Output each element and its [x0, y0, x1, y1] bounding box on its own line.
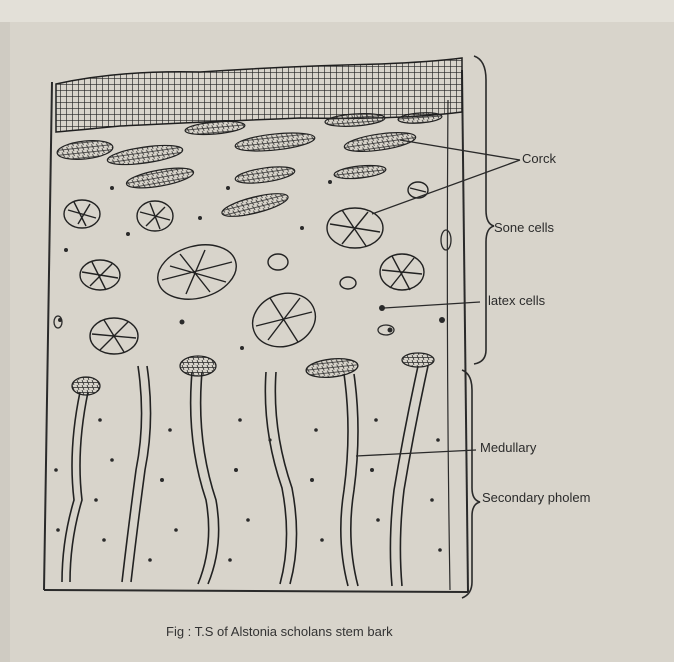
- label-secondary-phloem: Secondary pholem: [482, 490, 590, 505]
- label-stone-cells: Sone cells: [494, 220, 554, 235]
- label-latex-cells: latex cells: [488, 293, 545, 308]
- label-cork: Corck: [522, 151, 556, 166]
- figure-caption: Fig : T.S of Alstonia scholans stem bark: [166, 624, 393, 639]
- label-medullary: Medullary: [480, 440, 536, 455]
